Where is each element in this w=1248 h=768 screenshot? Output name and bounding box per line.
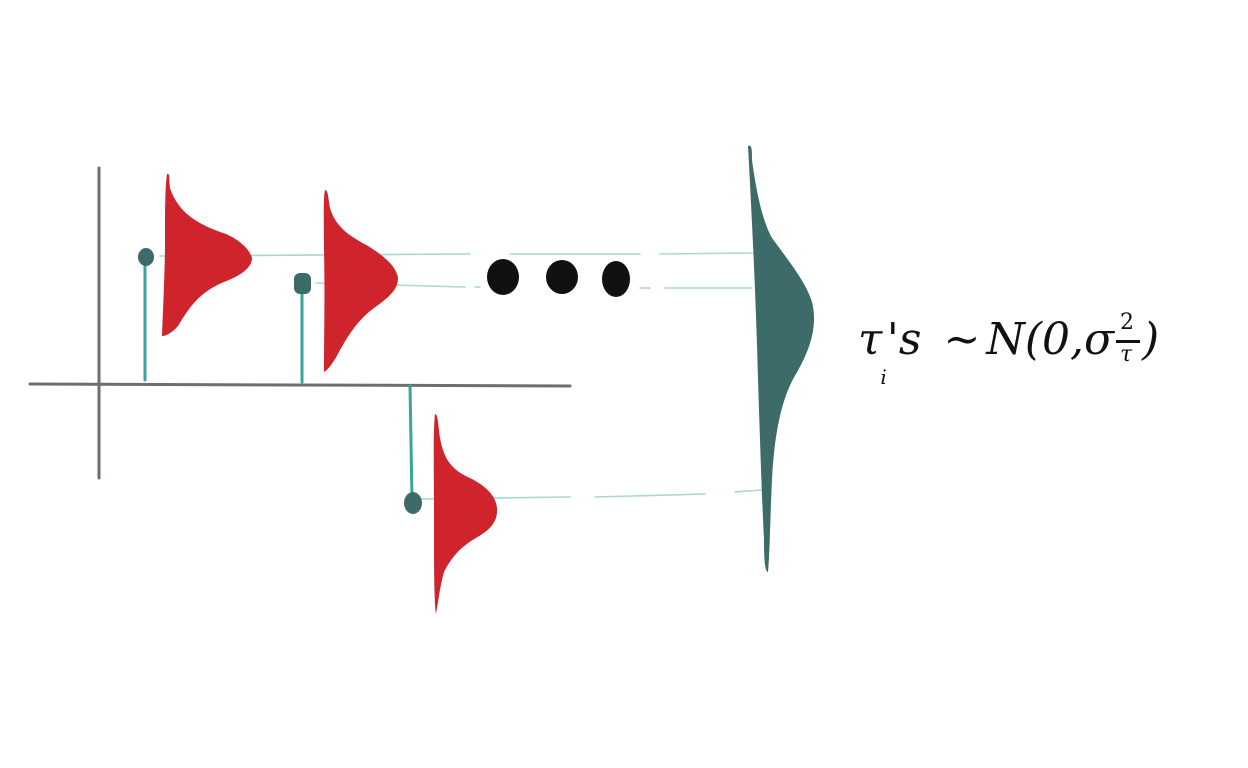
effect-group-2 [294, 190, 398, 384]
local-distribution [433, 414, 498, 614]
formula-dist: N(0, [986, 314, 1084, 365]
formula-fraction-bar [1116, 340, 1141, 343]
formula-sigma: σ [1083, 314, 1115, 365]
ellipsis [487, 259, 630, 297]
effect-group-3 [404, 384, 498, 614]
formula-fraction-numerator: 2 [1120, 310, 1135, 335]
x-axis [28, 382, 572, 388]
effect-marker [138, 248, 154, 266]
formula-fraction-denominator: τ [1120, 342, 1133, 367]
ellipsis-dot [602, 261, 630, 297]
effect-group-1 [138, 173, 252, 382]
formula-tilde: ∼ [943, 314, 981, 365]
formula-suffix: 's [886, 314, 922, 365]
effect-marker [294, 273, 311, 294]
global-distribution [748, 145, 815, 572]
guide-lines [159, 252, 763, 500]
ellipsis-dot [546, 260, 578, 294]
local-distribution [323, 190, 398, 372]
local-distribution [162, 173, 252, 336]
effect-marker [404, 492, 422, 514]
formula-symbol: τ [858, 314, 883, 365]
effect-stem [408, 384, 414, 502]
formula-subscript: i [880, 365, 887, 389]
formula-close: ) [1142, 314, 1160, 365]
ellipsis-dot [487, 259, 519, 295]
